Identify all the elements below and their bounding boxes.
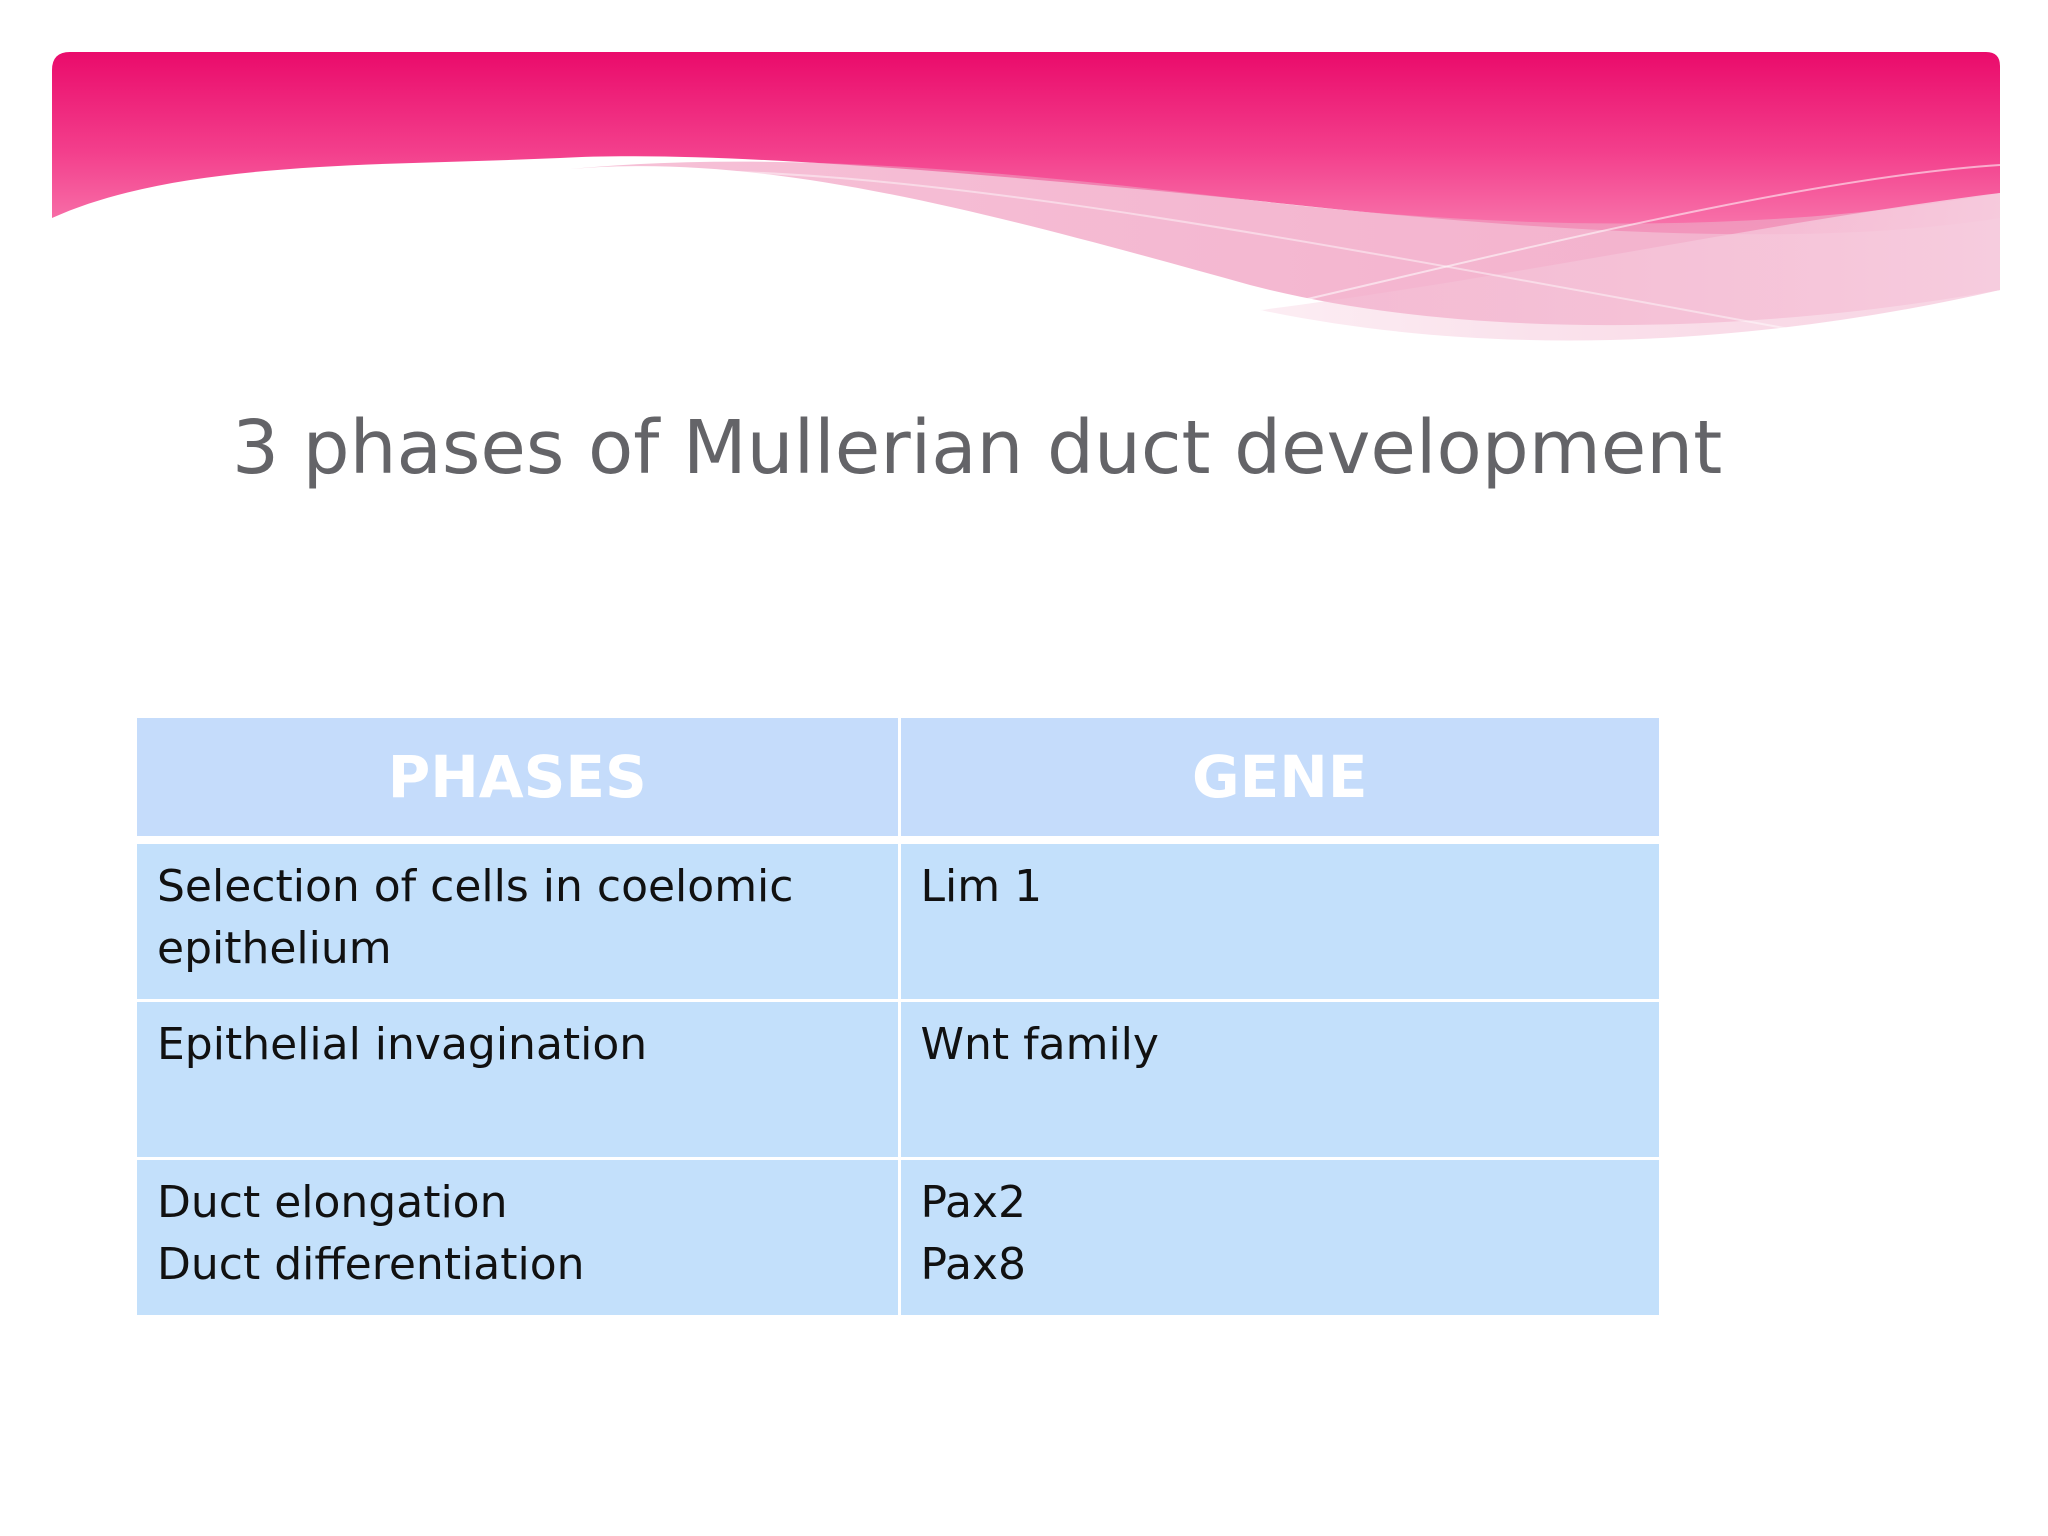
gene-text: Lim 1 [920, 861, 1043, 912]
header-phases: PHASES [137, 718, 901, 844]
phase-text: epithelium [157, 923, 392, 974]
gene-cell: Pax2 Pax8 [899, 1158, 1659, 1315]
table-row: Duct elongation Duct differentiation Pax… [137, 1158, 1659, 1315]
phase-text: Epithelial invagination [157, 1019, 648, 1070]
phase-text: Duct differentiation [157, 1239, 585, 1290]
decorative-wave-banner [52, 52, 2001, 341]
gene-text: Pax2 [920, 1177, 1027, 1228]
gene-cell: Wnt family [899, 1000, 1659, 1160]
header-gene: GENE [899, 718, 1659, 844]
phases-table-container: PHASES GENE Selection of cells in coelom… [137, 718, 1659, 1315]
table-row: Selection of cells in coelomic epitheliu… [137, 840, 1659, 1002]
table-header-row: PHASES GENE [137, 718, 1659, 844]
gene-text: Pax8 [920, 1239, 1027, 1290]
phase-cell: Epithelial invagination [137, 1000, 901, 1160]
phases-gene-table: PHASES GENE Selection of cells in coelom… [137, 718, 1659, 1315]
table-row: Epithelial invagination Wnt family [137, 1000, 1659, 1160]
phase-cell: Duct elongation Duct differentiation [137, 1158, 901, 1315]
gene-text: Wnt family [920, 1019, 1159, 1070]
phase-text: Selection of cells in coelomic [157, 861, 794, 912]
phase-text: Duct elongation [157, 1177, 508, 1228]
gene-cell: Lim 1 [899, 840, 1659, 1002]
slide-title: 3 phases of Mullerian duct development [232, 405, 1723, 491]
phase-cell: Selection of cells in coelomic epitheliu… [137, 840, 901, 1002]
